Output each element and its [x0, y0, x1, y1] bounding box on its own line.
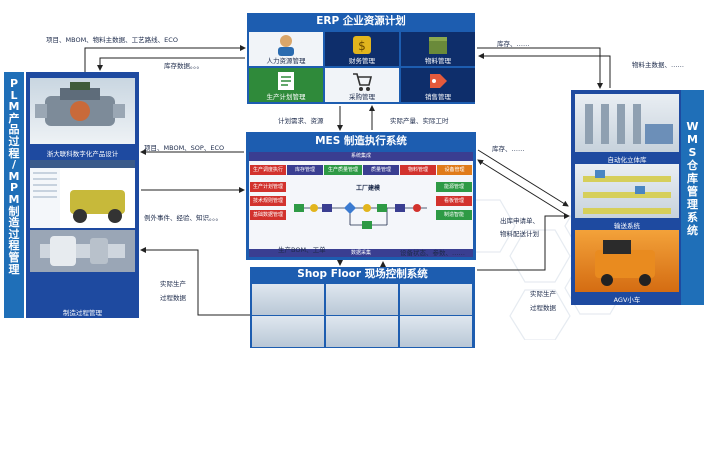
wms-caption: 自动化立体库	[607, 156, 647, 164]
flow-label-wms-request: 出库申请单、	[500, 217, 539, 225]
flow-label-erp-to-plm: 库存数据。。。	[164, 62, 203, 70]
plm-title-char: 程	[8, 239, 20, 253]
plm-title-char: M	[8, 192, 20, 206]
mes-title: MES 制造执行系统	[315, 135, 407, 147]
shopfloor-image	[400, 316, 472, 347]
flow-label-erp-to-mes: 计划需求、资源	[278, 117, 324, 125]
erp-module-purchase: 采购管理	[325, 68, 399, 102]
mes-left-module: 生产计划管理	[250, 182, 286, 192]
wms-title-char: 管	[687, 185, 698, 198]
software-screenshot-image	[30, 160, 135, 228]
flow-label-sf-to-wms-2: 过程数据	[530, 304, 556, 312]
valve-design-image	[30, 78, 135, 144]
plm-title-char: 过	[8, 134, 20, 148]
flow-label-plm-to-mes: 项目、MBOM、SOP、ECO	[144, 144, 225, 152]
erp-module-label: 采购管理	[349, 93, 375, 101]
erp-module-sales: 销售管理	[401, 68, 475, 102]
wms-title-char: 理	[687, 198, 698, 211]
erp-title: ERP 企业资源计划	[316, 15, 406, 27]
plm-title-char: 品	[8, 123, 20, 137]
flow-label-sf-to-plm-1: 实际生产	[160, 280, 186, 288]
erp-module-label: 销售管理	[425, 93, 451, 101]
wms-caption: 输送系统	[614, 222, 640, 230]
erp-module-label: 人力资源管理	[266, 57, 306, 65]
mes-right-module: 能源管理	[436, 182, 472, 192]
flow-label-mes-to-plm: 例外事件、经验、知识。。。	[144, 214, 222, 222]
wms-caption: AGV小车	[613, 296, 641, 304]
flow-label-wms-plan: 物料配送计划	[500, 230, 539, 238]
mes-right-module: 制造智能	[436, 210, 472, 220]
plm-title-char: 制	[8, 204, 20, 218]
shaft-part-image	[30, 230, 135, 272]
erp-module-hr: 人力资源管理	[249, 32, 323, 66]
wms-warehouse-image	[575, 94, 679, 152]
erp-module-material: 物料管理	[401, 32, 475, 66]
plm-title-char: 产	[8, 111, 20, 125]
plm-caption-process: 制造过程管理	[63, 309, 102, 317]
wms-agv-image	[575, 230, 679, 292]
wms-title-char: W	[686, 120, 699, 133]
plm-title-char: 过	[8, 227, 20, 241]
mes-top-module: 质量管理	[363, 165, 399, 175]
mes-top-module: 生产质量管理	[324, 165, 362, 175]
plm-caption-design: 浙大联科数字化产品设计	[46, 150, 119, 158]
mes-right-module: 看板管理	[436, 196, 472, 206]
erp-module-label: 生产计划管理	[266, 93, 306, 101]
mes-top-module: 生产调度执行	[250, 165, 286, 175]
flow-label-mes-to-sf: 生产BOM、工单	[278, 246, 326, 254]
wms-title-char: 系	[687, 211, 698, 224]
mes-data-collection: 数据采集	[249, 249, 473, 257]
mes-left-module: 基础数据管理	[250, 210, 286, 220]
wms-title-char: 仓	[687, 159, 698, 172]
mes-process-flow	[294, 202, 427, 229]
plm-title-char: /	[11, 158, 17, 172]
plm-title-char: L	[10, 88, 18, 102]
plm-title-char: 理	[8, 262, 20, 276]
erp-module-label: 物料管理	[425, 57, 451, 65]
flow-label-sf-to-mes: 设备状态、参数、……	[400, 249, 465, 257]
wms-title-char: 统	[687, 224, 698, 237]
mes-left-module: 技术规则管理	[250, 196, 286, 206]
flow-label-mes-to-wms: 库存、……	[492, 145, 525, 153]
mes-top-module: 设备管理	[437, 165, 472, 175]
wms-title-char: 库	[687, 172, 698, 185]
shopfloor-image	[252, 284, 324, 315]
flow-label-sf-to-plm-2: 过程数据	[160, 294, 186, 302]
shopfloor-image	[400, 284, 472, 315]
flow-label-erp-to-wms: 库存、……	[497, 40, 530, 48]
wms-conveyor-image	[575, 164, 679, 218]
flow-label-mes-to-erp: 实际产量、实际工时	[390, 117, 449, 125]
mes-top-module: 库存管理	[287, 165, 323, 175]
plm-title-char: 造	[8, 216, 20, 230]
mes-system-integration: 系统集成	[249, 152, 473, 161]
svg-text:$: $	[358, 39, 366, 53]
erp-module-finance: $ 财务管理	[325, 32, 399, 66]
flow-label-sf-to-wms-1: 实际生产	[530, 290, 556, 298]
flow-label-plm-to-erp: 项目、MBOM、物料主数据、工艺路线、ECO	[46, 36, 178, 44]
erp-module-production-plan: 生产计划管理	[249, 68, 323, 102]
plm-title-char: 管	[8, 250, 20, 264]
wms-title-char: M	[687, 133, 698, 146]
plm-title-char: M	[8, 169, 20, 183]
shopfloor-image	[326, 316, 398, 347]
mes-factory-model: 工厂建模	[355, 185, 380, 192]
plm-title-char: M	[8, 100, 20, 114]
shopfloor-title: Shop Floor 现场控制系统	[297, 268, 428, 280]
erp-module-label: 财务管理	[349, 57, 375, 65]
flow-label-wms-to-erp: 物料主数据、……	[632, 61, 684, 69]
wms-title-char: S	[688, 146, 697, 159]
plm-title-char: P	[9, 77, 19, 90]
plm-title-char: 程	[8, 146, 20, 160]
shopfloor-image	[252, 316, 324, 347]
shopfloor-image	[326, 284, 398, 315]
plm-title-char: P	[9, 181, 19, 195]
mes-top-module: 物料管理	[400, 165, 436, 175]
